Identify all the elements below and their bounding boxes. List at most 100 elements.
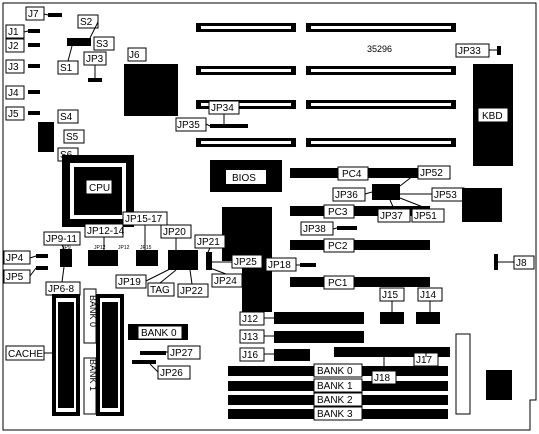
jp53-label: JP53 — [434, 190, 457, 201]
s3-label: S3 — [96, 39, 109, 50]
pc3-slot — [290, 206, 430, 216]
chipset-chip-1 — [222, 207, 272, 261]
jp4-label: JP4 — [6, 253, 24, 264]
simm-bank3-label: BANK 3 — [317, 409, 353, 420]
jp34-35-pins — [210, 124, 248, 128]
jp12-14-label: JP12-14 — [87, 226, 125, 237]
jp19-label: JP19 — [118, 277, 141, 288]
isa-slot-5 — [306, 23, 456, 32]
jp52-label: JP52 — [420, 168, 443, 179]
tag-label: TAG — [150, 285, 170, 296]
s4-label: S4 — [60, 112, 73, 123]
jp35-label: JP35 — [177, 120, 200, 131]
jp25-label: JP25 — [234, 257, 257, 268]
j5-label: J5 — [8, 109, 19, 120]
j12-label: J12 — [242, 314, 259, 325]
jp3-label: JP3 — [86, 54, 104, 65]
simm-bank1-label: BANK 1 — [317, 381, 353, 392]
j4-label: J4 — [8, 88, 19, 99]
j14-label: J14 — [420, 290, 437, 301]
j1-label: J1 — [8, 27, 19, 38]
bank0-small-label: BANK 0 — [141, 328, 177, 339]
jp33-pins — [497, 46, 501, 55]
cache-sram-array — [52, 294, 124, 416]
jp22-label: JP22 — [180, 286, 203, 297]
part-number: 35296 — [367, 44, 392, 54]
jp34-label: JP34 — [211, 103, 234, 114]
tiny-jp12-a: JP12 — [94, 245, 106, 251]
leader-lines — [23, 13, 514, 373]
jp15-17-label: JP15-17 — [125, 214, 163, 225]
pc3-label: PC3 — [328, 207, 348, 218]
s1-label: S1 — [60, 63, 73, 74]
cache-bank0-label: BANK 0 — [88, 295, 98, 327]
jp6-8-label: JP6-8 — [48, 284, 75, 295]
jp20-label: JP20 — [163, 227, 186, 238]
jp33-label: JP33 — [458, 46, 481, 57]
simm-bank2-label: BANK 2 — [317, 395, 353, 406]
isa-slot-6 — [306, 66, 456, 75]
cache-label: CACHE — [8, 349, 43, 360]
s1-s3-switches — [67, 38, 91, 46]
s4-s6-switches — [38, 122, 54, 152]
tiny-jp6: JP6 — [36, 266, 45, 272]
isa-slot-4 — [196, 138, 296, 147]
s2-label: S2 — [80, 17, 93, 28]
jp21-label: JP21 — [197, 237, 220, 248]
j13-connector — [274, 331, 364, 343]
j7-label: J7 — [28, 9, 39, 20]
j17-label: J17 — [416, 355, 433, 366]
jp36-label: JP36 — [335, 190, 358, 201]
s5-label: S5 — [66, 132, 79, 143]
j13-label: J13 — [242, 332, 259, 343]
j16-label: J16 — [242, 350, 259, 361]
isa-slot-1 — [196, 23, 296, 32]
jp36-53-pins — [372, 184, 400, 200]
tiny-jp15: JP15 — [140, 245, 152, 251]
jp24-label: JP24 — [214, 276, 237, 287]
cpu-label: CPU — [89, 183, 110, 194]
jp24-25-pins — [206, 252, 212, 270]
jp38-label: JP38 — [303, 224, 326, 235]
j3-label: J3 — [8, 62, 19, 73]
jp19-22-pins — [168, 250, 198, 270]
cache-bank1-label: BANK 1 — [88, 359, 98, 391]
isa-slot-7 — [306, 100, 456, 109]
j6-chip — [124, 64, 178, 116]
j12-connector — [274, 312, 364, 324]
jp18-label: JP18 — [268, 260, 291, 271]
jp15-17-pins — [136, 250, 158, 266]
bios-label: BIOS — [232, 173, 256, 184]
simm-bank0-label: BANK 0 — [317, 366, 353, 377]
jp9-11-label: JP9-11 — [46, 234, 77, 245]
jp12-14-pins — [88, 250, 118, 266]
pc2-slot — [290, 240, 430, 250]
power-connector — [455, 333, 471, 415]
isa-slot-2 — [196, 66, 296, 75]
jp27-label: JP27 — [170, 348, 193, 359]
tiny-jp12-b: JP12 — [118, 245, 130, 251]
tiny-jp9: JP9 — [62, 245, 71, 251]
pc2-label: PC2 — [328, 241, 348, 252]
jp9-11-pins — [60, 249, 72, 267]
cluster-chip — [462, 188, 502, 222]
pc1-slot — [290, 277, 430, 287]
jp26-label: JP26 — [160, 368, 183, 379]
back-panel-connector — [486, 370, 512, 400]
jp37-label: JP37 — [380, 211, 403, 222]
isa-slot-8 — [306, 138, 456, 147]
isa-slot-3 — [196, 100, 296, 109]
j6-label: J6 — [129, 50, 140, 61]
j16-connector — [274, 349, 310, 361]
jp5-label: JP5 — [6, 272, 24, 283]
pc1-label: PC1 — [328, 278, 348, 289]
j17-connector — [334, 347, 450, 357]
kbd-label: KBD — [482, 111, 503, 122]
j8-label: J8 — [516, 258, 527, 269]
pc4-label: PC4 — [342, 169, 362, 180]
j15-label: J15 — [382, 290, 399, 301]
jp51-label: JP51 — [414, 211, 437, 222]
j18-label: J18 — [374, 373, 391, 384]
